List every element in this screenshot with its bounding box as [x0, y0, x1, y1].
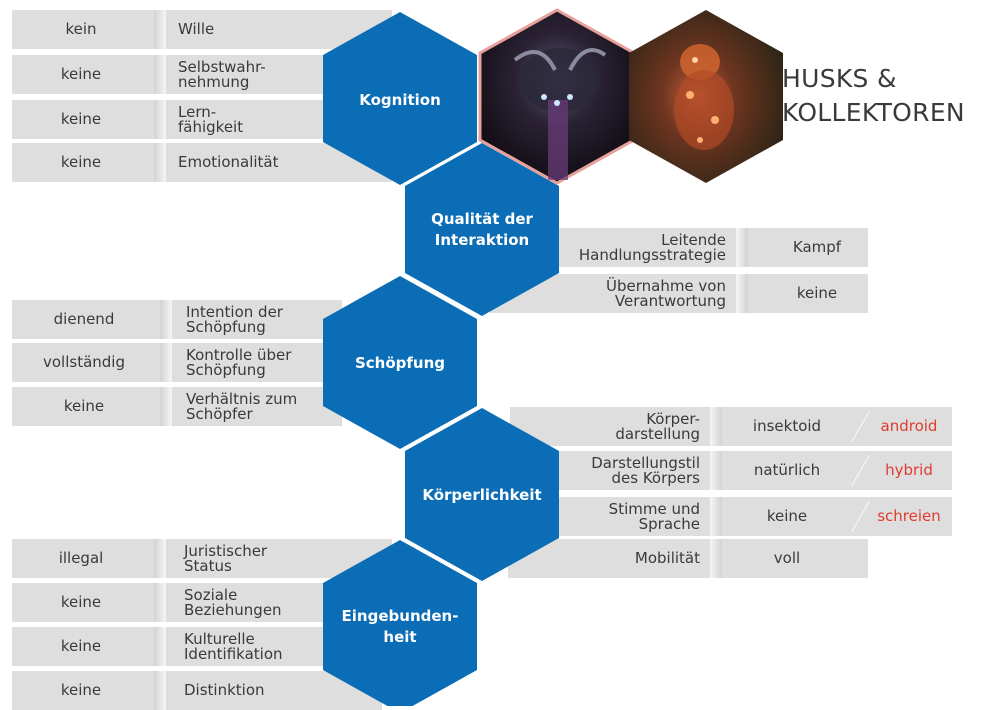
kognition-value: keine: [60, 65, 102, 83]
koerperlichkeit-title: Körperlichkeit: [422, 485, 542, 504]
kognition-row: keine Emotionalität: [12, 143, 392, 182]
kognition-title: Kognition: [359, 90, 441, 109]
row-separator: [154, 539, 166, 578]
interaktion-value: Kampf: [792, 238, 842, 256]
kognition-label: Selbstwahr-nehmung: [178, 57, 266, 91]
kognition-value: keine: [60, 110, 102, 128]
koerper-label: Mobilität: [634, 549, 700, 567]
schoepfung-hexagon: [323, 276, 477, 449]
kognition-label: Emotionalität: [178, 153, 279, 171]
koerper-alt-value: schreien: [877, 507, 941, 525]
kognition-row: keine Selbstwahr-nehmung: [12, 55, 352, 94]
husk-image: [478, 8, 636, 185]
eingebundenheit-hexagon: [323, 540, 477, 706]
schoepfung-value: keine: [63, 397, 105, 415]
row-separator: [710, 451, 722, 490]
schoepfung-value: dienend: [53, 310, 115, 328]
row-separator: [710, 407, 722, 446]
kognition-value: kein: [65, 20, 97, 38]
row-separator: [154, 100, 166, 139]
page-title: HUSKS & KOLLEKTOREN: [782, 64, 965, 127]
kognition-label: Wille: [178, 20, 215, 38]
koerperlichkeit-hexagon: [405, 408, 559, 581]
eingebunden-value: keine: [60, 681, 102, 699]
kognition-label: Lern-fähigkeit: [178, 102, 244, 136]
koerper-row: Mobilität voll: [508, 539, 868, 578]
row-separator: [160, 300, 172, 339]
koerper-row: Körper-darstellung insektoid android: [510, 407, 952, 446]
eingebunden-value: keine: [60, 637, 102, 655]
koerper-alt-value: hybrid: [885, 461, 933, 479]
row-separator: [710, 497, 722, 536]
row-separator: [154, 55, 166, 94]
koerper-value: insektoid: [752, 417, 822, 435]
eingebunden-value: illegal: [58, 549, 104, 567]
row-separator: [160, 343, 172, 382]
eingebunden-row: keine Distinktion: [12, 671, 382, 710]
kognition-value: keine: [60, 153, 102, 171]
eingebunden-label: Distinktion: [184, 681, 265, 699]
kognition-hexagon: [323, 12, 477, 185]
collector-image: [629, 10, 783, 183]
koerper-alt-value: android: [880, 417, 938, 435]
schoepfung-value: vollständig: [43, 353, 125, 371]
koerper-value: keine: [766, 507, 808, 525]
row-separator: [710, 539, 722, 578]
schoepfung-title: Schöpfung: [354, 353, 446, 372]
interaktion-hexagon: [405, 143, 559, 316]
row-separator: [160, 387, 172, 426]
row-separator: [736, 228, 748, 267]
interaktion-value: keine: [796, 284, 838, 302]
row-separator: [154, 10, 166, 49]
row-separator: [154, 627, 166, 666]
kognition-row: keine Lern-fähigkeit: [12, 100, 352, 139]
eingebundenheit-title: Eingebunden- heit: [341, 607, 459, 646]
interaktion-title: Qualität der Interaktion: [431, 210, 533, 249]
koerper-label: Körper-darstellung: [615, 409, 700, 443]
koerper-value: voll: [773, 549, 801, 567]
row-separator: [154, 583, 166, 622]
row-separator: [154, 671, 166, 710]
koerper-value: natürlich: [753, 461, 821, 479]
row-separator: [736, 274, 748, 313]
row-separator: [154, 143, 166, 182]
kognition-row: kein Wille: [12, 10, 392, 49]
eingebunden-value: keine: [60, 593, 102, 611]
